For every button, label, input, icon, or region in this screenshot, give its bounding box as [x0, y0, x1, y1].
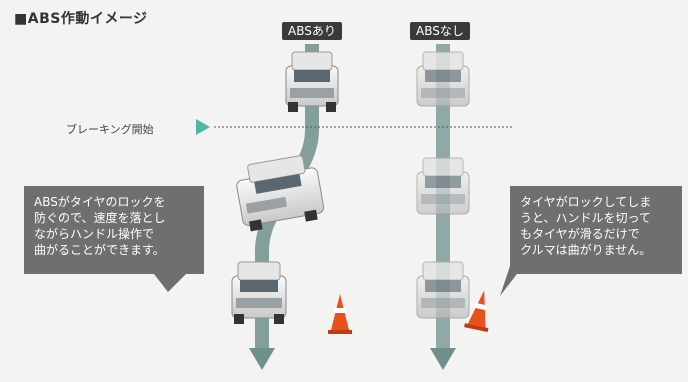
callout-line: クルマは曲がりません。	[520, 243, 652, 257]
callout-line: ながらハンドル操作で	[34, 227, 155, 241]
abs-on-car-bottom	[231, 261, 287, 324]
diagram-title: ■ABS作動イメージ	[14, 11, 148, 27]
abs-on-label: ABSあり	[282, 22, 342, 40]
abs-off-car-top	[416, 51, 470, 107]
callout-line: もタイヤが滑るだけで	[520, 227, 640, 241]
abs-on-callout: ABSがタイヤのロックを 防ぐので、速度を落とし ながらハンドル操作で 曲がるこ…	[24, 186, 204, 274]
callout-line: 曲がることができます。	[34, 243, 165, 257]
abs-off-car-middle	[416, 157, 470, 215]
traffic-cone-icon	[464, 290, 489, 333]
callout-line: タイヤがロックしてしま	[520, 195, 652, 209]
braking-start-marker-icon	[196, 119, 210, 135]
braking-start-label: ブレーキング開始	[66, 123, 154, 136]
callout-line: ABSがタイヤのロックを	[34, 195, 166, 209]
left-bubble-tail	[154, 274, 186, 292]
callout-line: うと、ハンドルを切って	[520, 211, 651, 225]
abs-off-car-bottom	[416, 261, 470, 319]
abs-on-car-turning	[236, 155, 325, 232]
abs-on-car-top	[285, 51, 339, 112]
traffic-cone-icon	[328, 294, 352, 334]
abs-off-callout: タイヤがロックしてしま うと、ハンドルを切って もタイヤが滑るだけで クルマは曲…	[510, 186, 682, 274]
callout-line: 防ぐので、速度を落とし	[34, 211, 166, 225]
abs-off-label: ABSなし	[410, 22, 470, 40]
